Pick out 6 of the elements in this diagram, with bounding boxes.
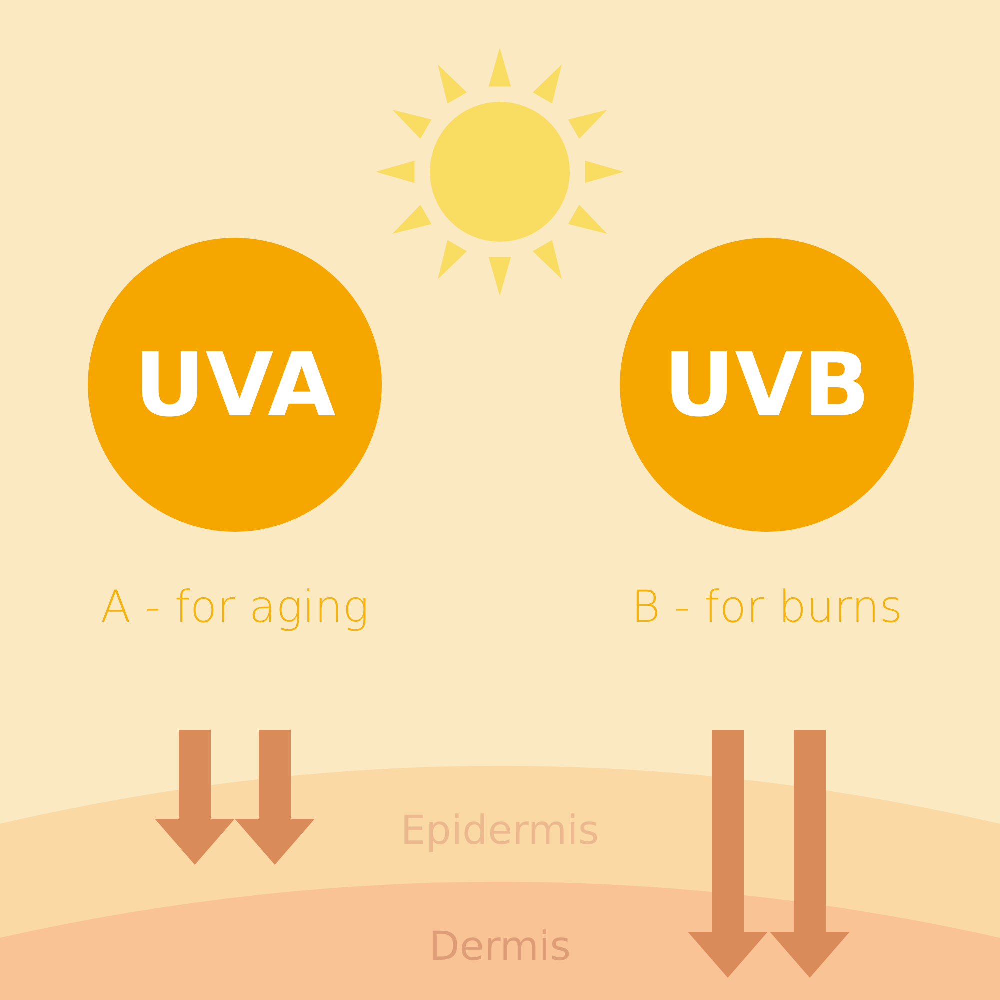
caption-text: A - for aging [100, 582, 370, 633]
caption-text: B - for burns [630, 582, 904, 633]
skin-layer-band [0, 882, 1000, 1000]
skin-layer-band [0, 766, 1000, 1000]
uv-label: UVB [662, 334, 872, 436]
uv-label: UVA [133, 334, 337, 436]
